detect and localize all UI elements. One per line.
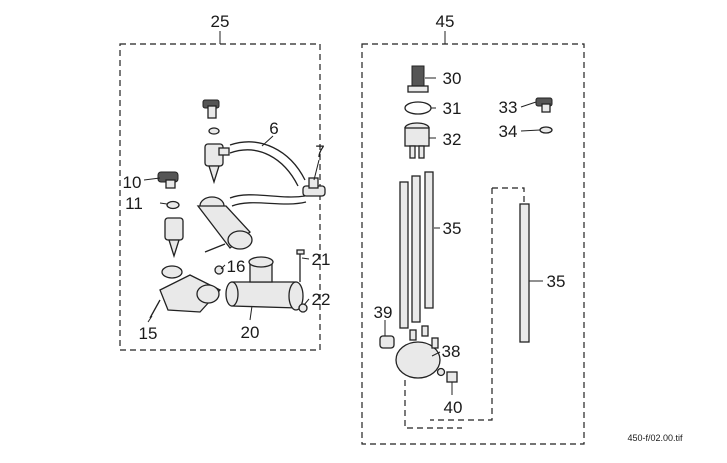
group-25-label: 25: [211, 12, 230, 31]
o-ring-part-31: [404, 101, 432, 115]
callout-35-right: 35: [547, 272, 566, 291]
cap-part-32: [404, 122, 430, 159]
nut-part-16: [214, 265, 224, 275]
hose-part-6: [229, 141, 306, 181]
file-label: 450-f/02.00.tif: [627, 433, 683, 443]
group-45-label: 45: [436, 12, 455, 31]
nozzle-part-lower: [164, 217, 184, 259]
callout-10: 10: [123, 173, 142, 192]
callout-39: 39: [374, 303, 393, 322]
callout-16: 16: [227, 257, 246, 276]
manifold-part-38: [395, 325, 441, 379]
callout-35-left: 35: [443, 219, 462, 238]
nozzle-part-upper: [204, 143, 230, 185]
callout-38: 38: [442, 342, 461, 361]
callout-31: 31: [443, 99, 462, 118]
callout-40: 40: [444, 398, 463, 417]
valve-part-33: [535, 97, 553, 113]
bolt-part-21: [296, 249, 305, 282]
screw-part: [204, 243, 226, 253]
valve-part-10: [157, 171, 179, 189]
callout-22: 22: [312, 290, 331, 309]
callout-21: 21: [312, 250, 331, 269]
tube-part-35-single: [519, 203, 530, 343]
fitting-part-39: [379, 335, 395, 349]
callout-32: 32: [443, 130, 462, 149]
nut-part-22: [298, 303, 308, 313]
screw-part-15: [149, 299, 161, 319]
washer-part-34: [539, 126, 553, 134]
callout-6: 6: [269, 119, 278, 138]
callout-30: 30: [443, 69, 462, 88]
valve-part-top: [202, 99, 220, 135]
washer-part-11: [166, 200, 180, 210]
elbow-part-15: [159, 265, 222, 313]
nut-part-40: [436, 367, 458, 383]
callout-15: 15: [139, 324, 158, 343]
callout-7: 7: [315, 142, 324, 161]
hose-part-lower: [229, 194, 306, 199]
callout-34: 34: [499, 122, 518, 141]
leader-lines: [143, 77, 543, 395]
tube-set-part-35: [399, 171, 434, 329]
bolt-part-30: [407, 65, 429, 93]
callout-11: 11: [125, 194, 143, 213]
y-connector-part-20: [225, 256, 304, 311]
group-45-box: [361, 43, 585, 445]
callout-20: 20: [241, 323, 260, 342]
callout-33: 33: [499, 98, 518, 117]
t-fitting-part-7: [302, 177, 326, 197]
elbow-part-upper: [196, 196, 253, 250]
